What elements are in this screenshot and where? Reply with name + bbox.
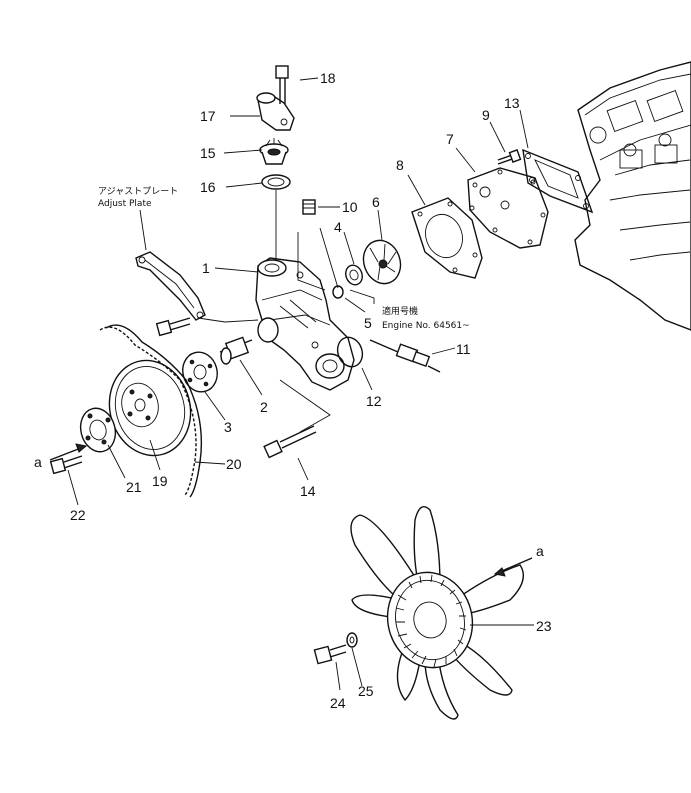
fan-spacer-21 xyxy=(79,407,117,453)
callout-12: 12 xyxy=(366,393,382,409)
callout-14: 14 xyxy=(300,483,316,499)
callout-16: 16 xyxy=(200,179,216,195)
engine-applicability-en: Engine No. 64561~ xyxy=(382,321,470,331)
water-pump-body-1 xyxy=(255,257,355,391)
callout-1: 1 xyxy=(202,260,210,276)
bolt-14 xyxy=(263,425,317,459)
notes: アジャストプレート Adjust Plate 適用号機 Engine No. 6… xyxy=(98,186,470,331)
callout-8: 8 xyxy=(396,157,404,173)
callout-5: 5 xyxy=(364,315,372,331)
pulley-19 xyxy=(108,359,192,457)
pump-shaft-2 xyxy=(219,336,253,365)
callout-18: 18 xyxy=(320,70,336,86)
adjust-bolt xyxy=(155,317,191,337)
callout-2: 2 xyxy=(260,399,268,415)
ref-arrow-left xyxy=(49,443,88,461)
gasket-13 xyxy=(522,148,594,214)
callout-9: 9 xyxy=(482,107,490,123)
callout-6: 6 xyxy=(372,194,380,210)
seal-5 xyxy=(332,285,344,299)
ref-mark-a-left: a xyxy=(34,454,42,470)
sensor-11 xyxy=(369,339,441,373)
callout-19: 19 xyxy=(152,473,168,489)
callout-labels: 1 2 3 4 5 6 7 8 9 10 11 12 13 14 15 16 1… xyxy=(34,70,552,711)
engine-block xyxy=(574,61,691,331)
bolt-24 xyxy=(313,644,347,665)
callout-3: 3 xyxy=(224,419,232,435)
callout-11: 11 xyxy=(456,341,471,357)
bolt-9 xyxy=(497,149,522,165)
impeller-6 xyxy=(362,239,402,285)
seal-ring-16 xyxy=(261,174,291,190)
pulley-flange-3 xyxy=(182,351,218,393)
callout-24: 24 xyxy=(330,695,346,711)
o-ring-12 xyxy=(336,336,364,368)
ref-mark-a-right: a xyxy=(536,543,544,559)
v-belt-20 xyxy=(99,324,203,498)
callout-21: 21 xyxy=(126,479,142,495)
bolt-22 xyxy=(49,455,83,475)
callout-20: 20 xyxy=(226,456,242,472)
callout-17: 17 xyxy=(200,108,216,124)
thermostat-15 xyxy=(259,138,289,165)
ref-arrow-right xyxy=(493,557,533,577)
washer-25 xyxy=(346,632,358,648)
seal-4 xyxy=(345,264,363,286)
adjust-plate xyxy=(135,251,206,321)
gasket-8 xyxy=(411,197,483,279)
fan-23 xyxy=(350,506,524,720)
callout-23: 23 xyxy=(536,618,552,634)
callout-22: 22 xyxy=(70,507,86,523)
callout-15: 15 xyxy=(200,145,216,161)
callout-10: 10 xyxy=(342,199,358,215)
plug-10 xyxy=(302,199,316,215)
adjust-plate-label-jp: アジャストプレート xyxy=(98,186,178,197)
bolt-18 xyxy=(275,65,289,104)
callout-7: 7 xyxy=(446,131,454,147)
engine-applicability-jp: 適用号機 xyxy=(382,305,418,317)
cover-plate-7 xyxy=(467,167,549,249)
callout-4: 4 xyxy=(334,219,342,235)
leader-lines xyxy=(67,77,534,691)
callout-13: 13 xyxy=(504,95,520,111)
callout-25: 25 xyxy=(358,683,374,699)
adjust-plate-label-en: Adjust Plate xyxy=(98,199,152,209)
water-outlet-17 xyxy=(256,92,295,131)
